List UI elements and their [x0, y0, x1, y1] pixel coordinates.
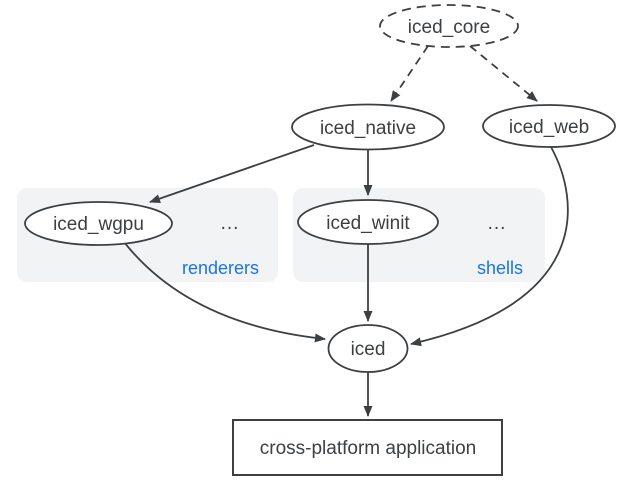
node-iced-native — [291, 103, 445, 151]
iced-native-label: iced_native — [320, 118, 416, 139]
edge-wgpu-to-iced — [123, 241, 326, 343]
edge-native-to-wgpu — [149, 144, 315, 203]
edge-core-to-native — [390, 45, 429, 102]
iced-label: iced — [351, 339, 386, 360]
node-iced-web — [482, 104, 616, 148]
node-iced-core — [379, 4, 519, 48]
iced-winit-label: iced_winit — [326, 213, 410, 234]
node-iced-wgpu — [24, 201, 173, 246]
iced-core-label: iced_core — [408, 17, 490, 38]
renderers-group-label: renderers — [182, 258, 259, 278]
iced-wgpu-label: iced_wgpu — [53, 214, 144, 235]
node-cross-platform-application — [232, 419, 503, 476]
edge-web-to-iced — [410, 146, 569, 347]
node-iced-winit — [297, 199, 439, 245]
shells-group-label: shells — [477, 258, 523, 278]
node-iced — [327, 324, 409, 373]
edge-core-to-web — [469, 45, 538, 102]
renderers-ellipsis: ... — [221, 213, 240, 234]
iced-web-label: iced_web — [509, 117, 589, 138]
cross-platform-application-label: cross-platform application — [260, 438, 476, 459]
shells-ellipsis: ... — [488, 213, 507, 234]
